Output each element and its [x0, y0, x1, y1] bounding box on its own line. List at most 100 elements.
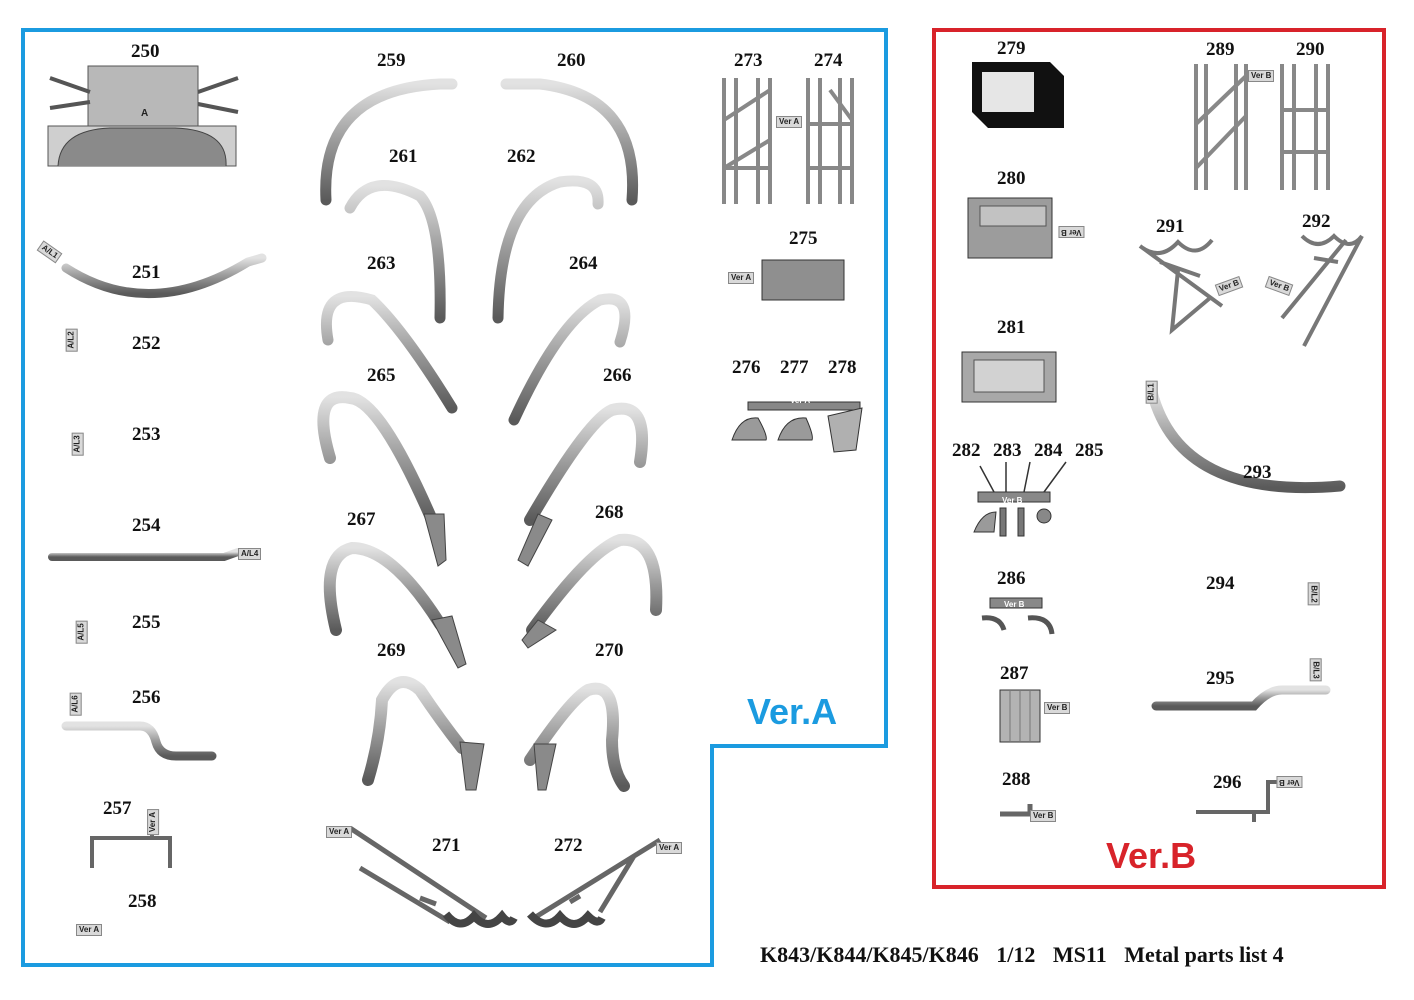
part-281-icon: [961, 351, 1057, 403]
part-number-284: 284: [1034, 440, 1063, 461]
tag-272: Ver A: [656, 842, 683, 854]
part-267-icon: [323, 541, 446, 636]
tag-295: B/L3: [1309, 658, 1322, 682]
part-291-292-icon: [1138, 233, 1364, 347]
tag-286: Ver B: [1004, 600, 1025, 609]
part-266-icon: [524, 402, 649, 526]
part-number-259: 259: [377, 50, 406, 71]
part-number-267: 267: [347, 509, 376, 530]
tag-256: A/L6: [69, 692, 82, 716]
ver-a-frame: [21, 28, 888, 967]
part-number-263: 263: [367, 253, 396, 274]
section-label-ver-b: Ver.B: [1106, 835, 1197, 876]
part-265-icon: [317, 391, 438, 526]
tag-275: Ver A: [728, 272, 755, 284]
tag-282-285: Ver B: [1002, 496, 1023, 505]
part-number-278: 278: [828, 357, 857, 378]
part-number-292: 292: [1302, 211, 1331, 232]
part-number-261: 261: [389, 146, 418, 167]
part-number-294: 294: [1206, 573, 1235, 594]
kit-scale: 1/12: [996, 942, 1036, 967]
kit-model: MS11: [1052, 942, 1107, 967]
part-number-260: 260: [557, 50, 586, 71]
part-287-icon: [999, 689, 1041, 743]
tag-252: A/L2: [65, 328, 78, 352]
part-280-icon: [967, 197, 1053, 259]
part-number-269: 269: [377, 640, 406, 661]
part-262-icon: [492, 175, 604, 324]
part-number-289: 289: [1206, 39, 1235, 60]
part-number-272: 272: [554, 835, 583, 856]
part-number-282: 282: [952, 440, 981, 461]
part-264-icon: [508, 293, 631, 426]
part-number-276: 276: [732, 357, 761, 378]
part-number-290: 290: [1296, 39, 1325, 60]
tag-276-278: Ver A: [790, 396, 811, 405]
part-number-273: 273: [734, 50, 763, 71]
part-282-285-icon: [973, 461, 1067, 537]
part-289-290-icon: [1194, 64, 1330, 190]
tag-250-a: A: [141, 108, 149, 119]
part-number-293: 293: [1243, 462, 1272, 483]
part-268-icon: [526, 533, 663, 636]
part-number-286: 286: [997, 568, 1026, 589]
tag-253: A/L3: [71, 432, 84, 456]
part-number-295: 295: [1206, 668, 1235, 689]
part-number-285: 285: [1075, 440, 1104, 461]
part-259-icon: [320, 78, 458, 206]
part-number-266: 266: [603, 365, 632, 386]
tag-280: Ver B: [1058, 226, 1085, 238]
tag-255: A/L5: [75, 620, 88, 644]
part-number-280: 280: [997, 168, 1026, 189]
tag-287: Ver B: [1044, 702, 1071, 714]
part-number-258: 258: [128, 891, 157, 912]
part-250-icon: [47, 65, 239, 167]
part-number-287: 287: [1000, 663, 1029, 684]
part-number-288: 288: [1002, 769, 1031, 790]
tag-258: Ver A: [76, 924, 103, 936]
part-295-icon: [1151, 685, 1331, 711]
part-260-icon: [500, 78, 639, 206]
section-label-ver-a: Ver.A: [747, 691, 838, 732]
part-number-257: 257: [103, 798, 132, 819]
part-number-265: 265: [367, 365, 396, 386]
tag-271: Ver A: [326, 826, 353, 838]
part-number-255: 255: [132, 612, 161, 633]
part-number-279: 279: [997, 38, 1026, 59]
part-number-277: 277: [780, 357, 809, 378]
part-number-252: 252: [132, 333, 161, 354]
part-251-icon: [61, 253, 267, 299]
part-263-icon: [321, 290, 458, 414]
tag-289-290: Ver B: [1248, 70, 1275, 82]
part-286-icon: [981, 597, 1055, 635]
part-number-275: 275: [789, 228, 818, 249]
tag-296: Ver B: [1276, 776, 1303, 788]
part-272-icon: [527, 837, 662, 928]
tag-254: A/L4: [238, 548, 262, 560]
part-number-296: 296: [1213, 772, 1242, 793]
ver-b-frame: [932, 28, 1386, 889]
part-number-262: 262: [507, 146, 536, 167]
part-number-268: 268: [595, 502, 624, 523]
part-number-251: 251: [132, 262, 161, 283]
part-271-icon: [348, 825, 518, 928]
kit-codes: K843/K844/K845/K846: [760, 942, 979, 967]
part-270-icon: [524, 682, 630, 792]
part-254-icon: [48, 548, 242, 561]
tag-293: B/L1: [1145, 380, 1158, 404]
part-number-250: 250: [131, 41, 160, 62]
part-288-icon: [1000, 804, 1033, 817]
part-261-icon: [344, 179, 446, 324]
part-275-icon: [761, 259, 845, 301]
part-number-253: 253: [132, 424, 161, 445]
part-number-271: 271: [432, 835, 461, 856]
part-number-281: 281: [997, 317, 1026, 338]
part-296-icon: [1196, 780, 1298, 822]
part-276-278-icon: [731, 401, 863, 453]
part-269-icon: [362, 676, 468, 786]
tag-273-274: Ver A: [776, 116, 803, 128]
part-number-291: 291: [1156, 216, 1185, 237]
tag-288: Ver B: [1030, 810, 1057, 822]
part-number-254: 254: [132, 515, 161, 536]
